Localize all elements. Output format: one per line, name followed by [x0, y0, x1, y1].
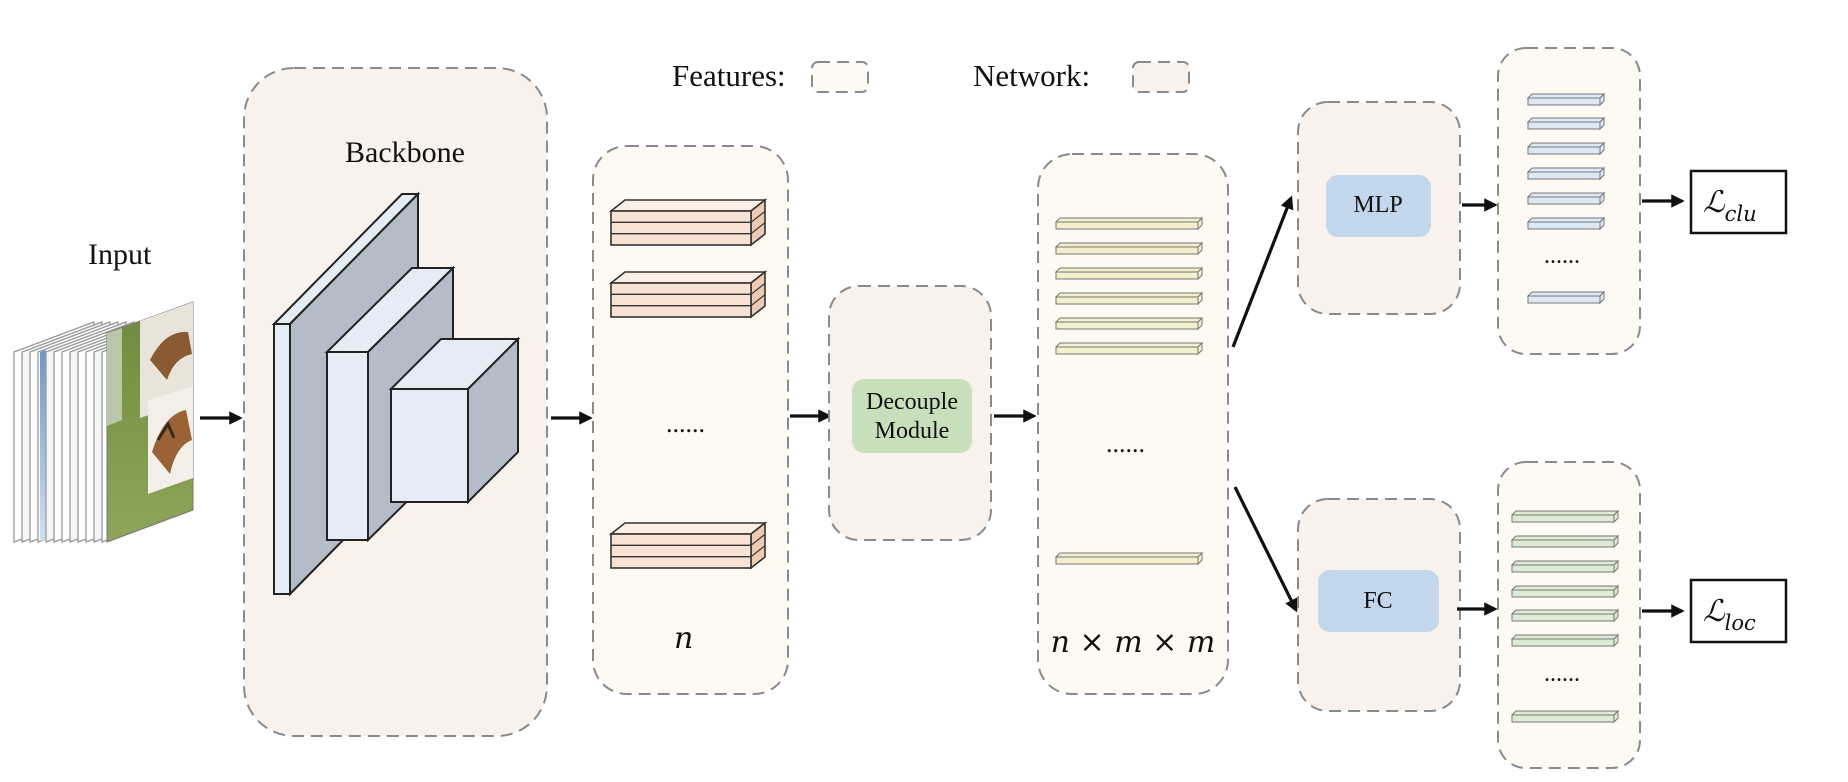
fc-label: FC — [1363, 588, 1392, 614]
decoupled-feature-bar — [1054, 551, 1204, 566]
fc-embedding-bar — [1510, 534, 1620, 549]
mlp-box — [1326, 175, 1431, 237]
mlp-label: MLP — [1353, 192, 1402, 218]
arrow-to-mlp — [1231, 195, 1294, 348]
legend-network-swatch — [1132, 61, 1190, 93]
decoupled-feature-bars — [1054, 216, 1204, 566]
decoupled-feature-bar — [1054, 216, 1204, 231]
backbone-block: Backbone — [243, 67, 548, 737]
fc-branch: FC ...... ℒloc — [1297, 461, 1788, 769]
mlp-embedding-bar — [1526, 92, 1606, 107]
decouple-module: Decouple Module — [828, 285, 992, 541]
fc-embedding-bar — [1510, 584, 1620, 599]
backbone-label: Backbone — [345, 136, 465, 169]
decouple-label-line2: Module — [875, 418, 950, 444]
feature-stack: ...... n — [592, 145, 789, 695]
feature-block — [608, 270, 768, 319]
feature-stack-count-label: n — [674, 621, 693, 656]
fc-box — [1318, 570, 1439, 632]
legend-features-label: Features: — [672, 58, 786, 93]
loss-clu-box — [1689, 169, 1788, 235]
decoupled-feature-bar — [1054, 341, 1204, 356]
decouple-box — [852, 379, 972, 453]
input-image-stack: Input — [13, 238, 194, 543]
loss-loc-label: ℒloc — [1703, 594, 1756, 635]
arrow-to-fc — [1233, 486, 1298, 613]
loss-loc-box — [1689, 578, 1788, 644]
feature-block — [608, 521, 768, 570]
legend-features-swatch — [811, 61, 869, 93]
fc-embedding-bar — [1510, 559, 1620, 574]
fc-embedding-bar — [1510, 608, 1620, 623]
backbone-layer-3 — [388, 336, 521, 505]
loss-loc-subscript: loc — [1725, 611, 1756, 635]
decouple-label-line1: Decouple — [866, 389, 958, 415]
mlp-embedding-bars — [1526, 92, 1606, 305]
decoupled-features-size-label: n × m × m — [1051, 625, 1216, 660]
loss-loc-symbol: ℒ — [1703, 594, 1726, 629]
legend-network-label: Network: — [973, 58, 1090, 93]
decoupled-features-container — [1037, 153, 1229, 695]
loss-clu-label: ℒclu — [1703, 185, 1757, 226]
decoupled-feature-bar — [1054, 316, 1204, 331]
decoupled-feature-bar — [1054, 291, 1204, 306]
decoupled-feature-bar — [1054, 241, 1204, 256]
fc-embedding-bar — [1510, 633, 1620, 648]
decoupled-feature-bar — [1054, 266, 1204, 281]
mlp-embedding-bar — [1526, 290, 1606, 305]
feature-block — [608, 198, 768, 247]
mlp-embedding-bar — [1526, 216, 1606, 231]
input-label: Input — [88, 238, 152, 271]
decoupled-features-ellipsis: ...... — [1106, 429, 1145, 458]
loss-clu-symbol: ℒ — [1703, 185, 1726, 220]
fc-embedding-bars — [1510, 509, 1620, 724]
horse-image — [106, 301, 194, 543]
feature-stack-ellipsis: ...... — [666, 409, 705, 438]
loss-clu-subscript: clu — [1725, 202, 1757, 226]
fc-embeddings-ellipsis: ...... — [1544, 661, 1580, 687]
image-sheet-color-edge — [40, 350, 46, 541]
mlp-embeddings-ellipsis: ...... — [1544, 243, 1580, 269]
legend: Features: Network: — [672, 58, 1190, 93]
feature-blocks — [608, 198, 768, 570]
mlp-embedding-bar — [1526, 141, 1606, 156]
mlp-embedding-bar — [1526, 116, 1606, 131]
mlp-embedding-bar — [1526, 166, 1606, 181]
decoupled-features: ...... n × m × m — [1037, 153, 1229, 695]
mlp-branch: MLP ...... ℒclu — [1297, 47, 1788, 355]
fc-embedding-bar — [1510, 509, 1620, 524]
mlp-embedding-bar — [1526, 191, 1606, 206]
fc-embedding-bar — [1510, 709, 1620, 724]
